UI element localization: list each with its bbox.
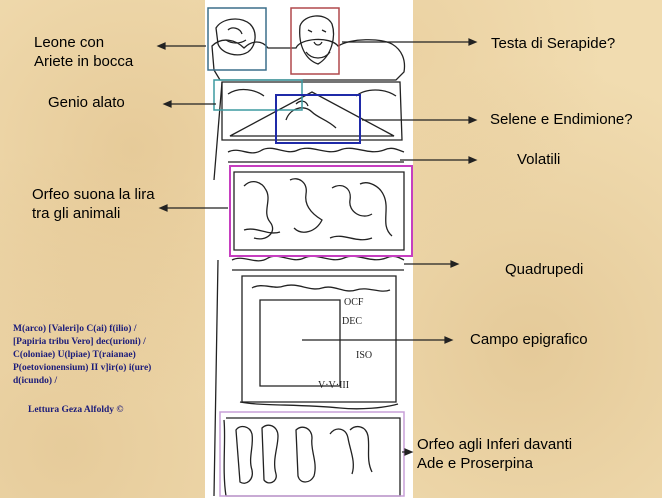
leone-arrow	[158, 43, 206, 49]
stone-letters-3: ISO	[356, 350, 372, 361]
inscription-line: C(oloniae) U(lpiae) T(raianae)	[13, 349, 151, 362]
quadrupedi-arrow	[404, 261, 458, 267]
inscription-line: P(oetovionensium) II v]ir(o) i(ure)	[13, 362, 151, 375]
orfeo-lira-arrow	[160, 205, 228, 211]
label-leone: Leone con Ariete in bocca	[34, 33, 133, 71]
stone-letters-1: OCF	[344, 297, 364, 308]
label-selene-endimione: Selene e Endimione?	[490, 110, 633, 129]
label-orfeo-inferi-line-2: Ade e Proserpina	[417, 454, 572, 473]
inscription-line: [Papiria tribu Vero] dec(urioni) /	[13, 336, 151, 349]
campo-arrow	[302, 337, 452, 343]
orfeo-lira-highlight-box	[230, 166, 412, 256]
stone-letters-4: V·V·III	[318, 380, 349, 391]
label-campo-epigrafico: Campo epigrafico	[470, 330, 588, 349]
label-leone-line-2: Ariete in bocca	[34, 52, 133, 71]
selene-arrow	[362, 117, 476, 123]
label-orfeo-inferi-line-1: Orfeo agli Inferi davanti	[417, 435, 572, 454]
orfeo-inferi-highlight-box	[220, 412, 404, 496]
label-orfeo-lira-line-1: Orfeo suona la lira	[32, 185, 155, 204]
label-orfeo-lira: Orfeo suona la lira tra gli animali	[32, 185, 155, 223]
label-leone-line-1: Leone con	[34, 33, 133, 52]
inscription-transcription: M(arco) [Valeri]o C(ai) f(ilio) / [Papir…	[13, 323, 151, 388]
stone-letters-2: DEC	[342, 316, 362, 327]
inscription-line: M(arco) [Valeri]o C(ai) f(ilio) /	[13, 323, 151, 336]
genio-arrow	[164, 101, 216, 107]
label-quadrupedi: Quadrupedi	[505, 260, 583, 279]
inscription-line: d(icundo) /	[13, 375, 151, 388]
reading-credit: Lettura Geza Alfoldy ©	[28, 405, 124, 415]
label-testa-serapide: Testa di Serapide?	[491, 34, 615, 53]
label-volatili: Volatili	[517, 150, 560, 169]
label-orfeo-lira-line-2: tra gli animali	[32, 204, 155, 223]
label-genio-alato: Genio alato	[48, 93, 125, 112]
label-orfeo-inferi: Orfeo agli Inferi davanti Ade e Proserpi…	[417, 435, 572, 473]
volatili-arrow	[400, 157, 476, 163]
leone-highlight-box	[208, 8, 266, 70]
